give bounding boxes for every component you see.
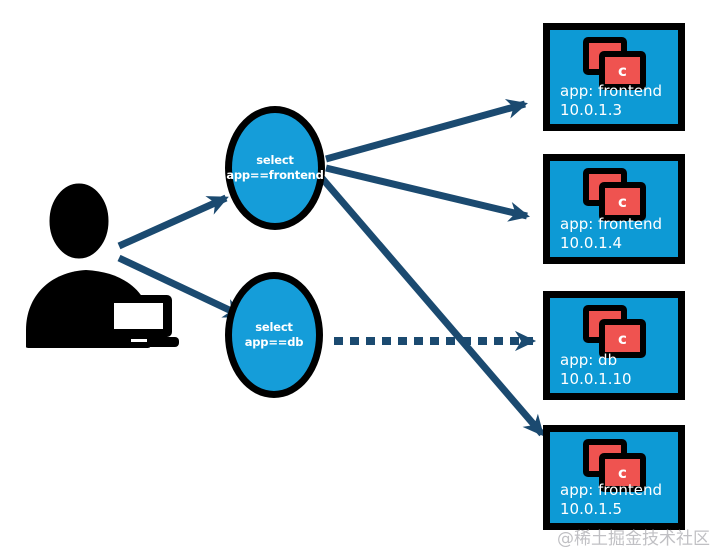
arrow-frontend-selector-to-pod-4 [318, 174, 545, 437]
pod-app-label: app: frontend [560, 481, 662, 499]
container-letter: c [618, 193, 627, 211]
arrow-frontend-selector-to-pod-2 [325, 164, 530, 222]
container-letter: c [618, 330, 627, 348]
container-letter: c [618, 62, 627, 80]
pod-app-label: app: db [560, 351, 618, 369]
pod-ip-label: 10.0.1.4 [560, 234, 623, 252]
pod-ip-label: 10.0.1.5 [560, 500, 623, 518]
arrow-user-to-db-selector [117, 254, 245, 320]
selector-node-db: select app==db [225, 272, 323, 398]
selector-node-frontend: select app==frontend [225, 106, 325, 230]
arrow-frontend-selector-to-pod-1 [325, 99, 528, 163]
user-head-shape [42, 176, 116, 266]
selector-db-line2: app==db [244, 335, 304, 349]
container-icon: c [582, 304, 646, 364]
container-letter: c [618, 464, 627, 482]
pod-ip-label: 10.0.1.10 [560, 370, 632, 388]
pod-node-db-10-0-1-10: c app: db 10.0.1.10 [543, 291, 685, 400]
watermark-text: @稀土掘金技术社区 [557, 529, 710, 549]
container-icon: c [582, 36, 646, 96]
laptop-screen [114, 303, 163, 329]
pod-app-label: app: frontend [560, 215, 662, 233]
laptop-base-notch [131, 339, 147, 342]
pod-ip-label: 10.0.1.3 [560, 101, 623, 119]
container-icon: c [582, 438, 646, 498]
pod-node-frontend-10-0-1-3: c app: frontend 10.0.1.3 [543, 23, 685, 131]
pod-app-label: app: frontend [560, 82, 662, 100]
pod-node-frontend-10-0-1-4: c app: frontend 10.0.1.4 [543, 154, 685, 264]
pod-node-frontend-10-0-1-5: c app: frontend 10.0.1.5 [543, 425, 685, 530]
user-with-laptop-icon [26, 176, 179, 348]
selector-frontend-line1: select [256, 153, 294, 167]
container-icon: c [582, 167, 646, 227]
selector-db-line1: select [255, 320, 293, 334]
selector-frontend-line2: app==frontend [226, 168, 324, 182]
arrow-user-to-frontend-selector [117, 194, 229, 250]
